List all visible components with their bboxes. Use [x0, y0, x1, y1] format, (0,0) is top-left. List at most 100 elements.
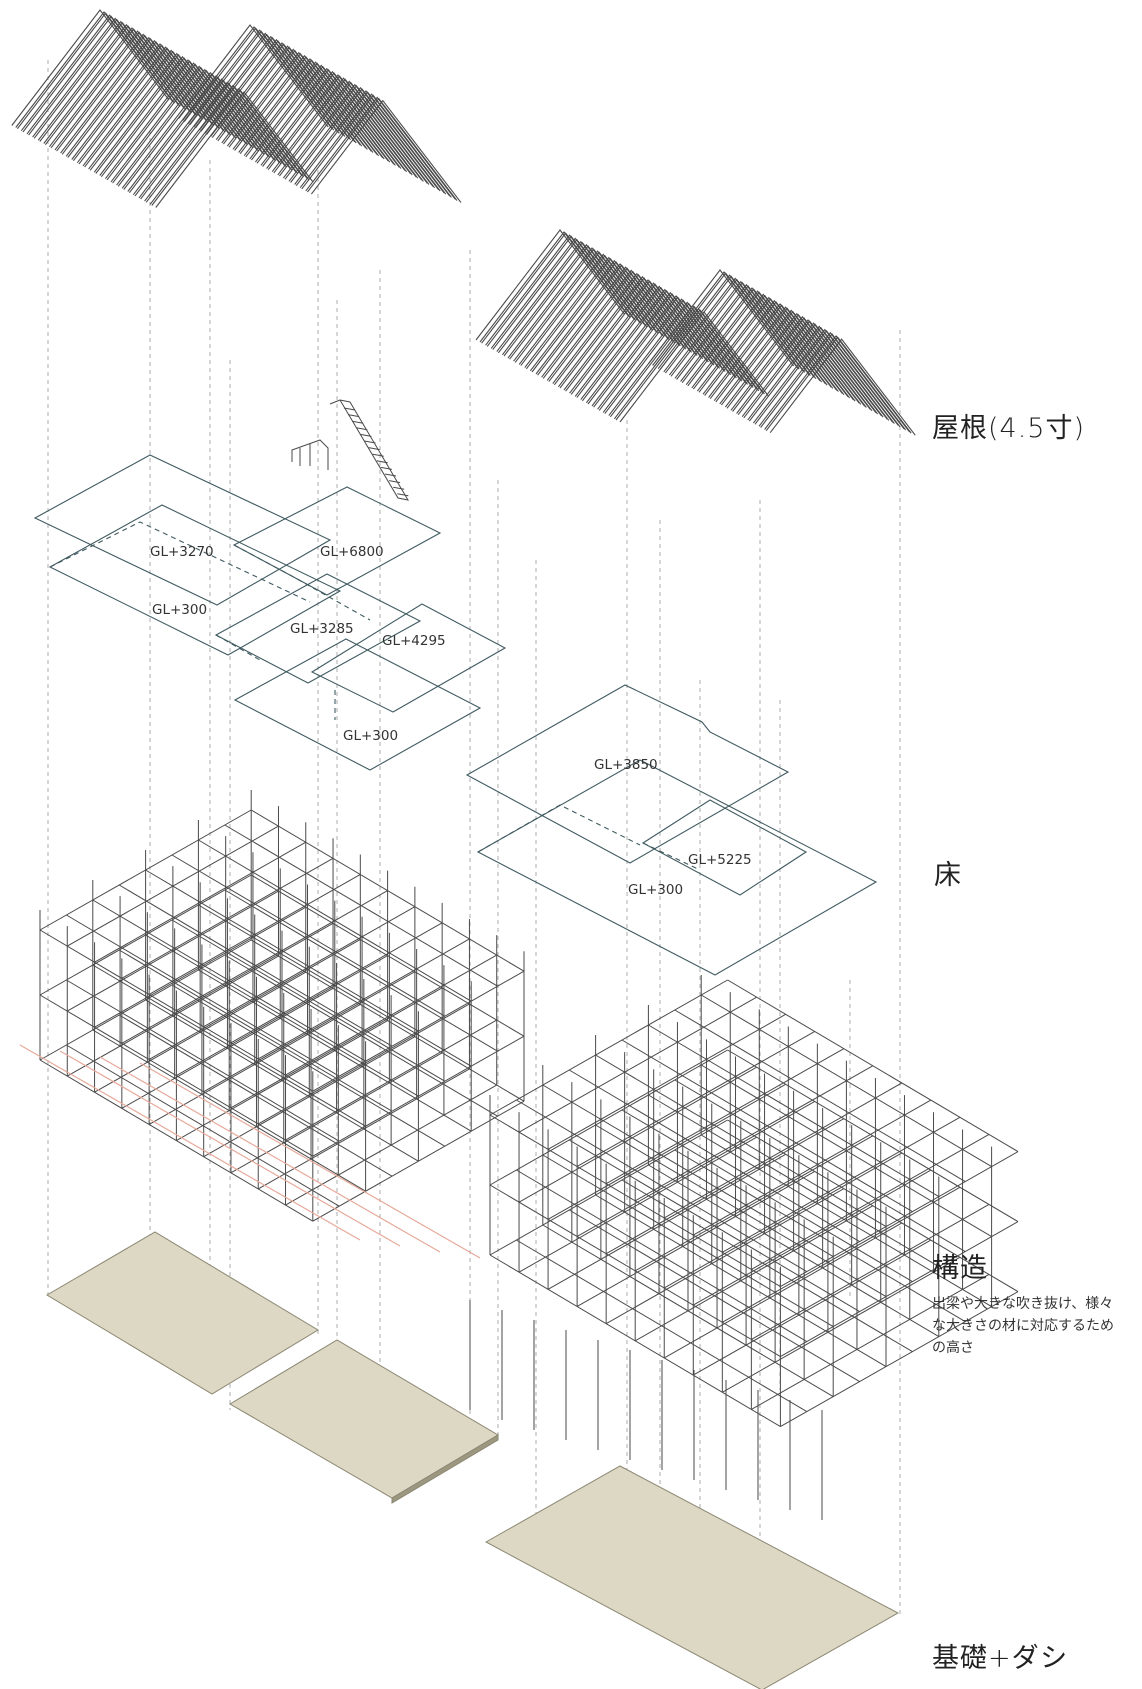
rafter-pair: [664, 278, 811, 376]
rafter-pair: [100, 60, 260, 178]
rafter-pair: [22, 15, 181, 133]
structure-section-label: 構造: [932, 1253, 988, 1284]
rafter-pair: [50, 31, 209, 149]
rafter-pair: [11, 9, 170, 126]
rafter-pair: [692, 294, 839, 392]
frame-beam: [780, 1221, 1019, 1358]
floor-level-label: GL+300: [152, 602, 207, 618]
roof-rafters-left-house: [11, 9, 462, 208]
timber-frame-left-house: [19, 790, 525, 1259]
loft-ladder: [291, 439, 329, 470]
frame-beam: [663, 1222, 903, 1359]
floor-section-label: 床: [934, 860, 962, 891]
rafter-pair: [653, 272, 800, 370]
frame-beam: [489, 1119, 728, 1256]
timber-frame-right-house: [469, 975, 1019, 1520]
rafter-pair: [698, 297, 845, 396]
structure-note: 出梁や大きな吹き抜け、様々 な大きさの材に対応するため の高さ: [932, 1293, 1142, 1359]
frame-beam: [693, 1169, 932, 1306]
frame-beam: [605, 1048, 845, 1185]
rafter-pair: [748, 326, 895, 424]
stair-tread: [356, 427, 368, 431]
stair-tread: [360, 433, 372, 437]
rafter-pair: [245, 62, 396, 166]
sill-beam: [59, 1050, 401, 1247]
roof-rafters-right-house: [475, 229, 916, 436]
stair-tread: [384, 473, 397, 477]
stair-tread: [389, 480, 401, 484]
rafter-pair: [239, 59, 391, 163]
rafter-pair: [112, 66, 271, 184]
rafter-pair: [720, 310, 867, 408]
frame-beam: [489, 979, 728, 1116]
frame-beam: [663, 1082, 903, 1219]
rafter-pair: [765, 336, 912, 434]
rafter-pair: [117, 69, 276, 187]
rafter-pair: [267, 75, 419, 179]
rafter-pair: [743, 323, 890, 421]
stair-tread: [376, 460, 388, 464]
rafter-pair: [262, 72, 413, 176]
foundation-slab-middle-edge: [391, 1434, 499, 1504]
rafter-pair: [676, 285, 823, 383]
frame-beam: [576, 1101, 815, 1237]
floor-level-label: GL+4295: [382, 633, 446, 649]
frame-beam: [518, 1136, 757, 1273]
rafter-pair: [295, 91, 447, 195]
rafter-pair: [39, 25, 198, 142]
frame-beam: [634, 1205, 874, 1342]
stair-tread: [372, 453, 384, 457]
frame-beam: [722, 1186, 961, 1323]
rafter-pair: [16, 12, 176, 130]
foundation-slab-middle: [229, 1339, 499, 1499]
frame-beam: [634, 1065, 874, 1202]
frame-beam: [634, 1135, 874, 1272]
rafter-pair: [754, 329, 901, 428]
rafter-pair: [687, 291, 834, 389]
rafter-pair: [306, 97, 458, 201]
stair-tread: [397, 493, 409, 497]
frame-beam: [576, 1171, 815, 1307]
rafter-pair: [715, 307, 862, 405]
foundation-slabs: [46, 1231, 900, 1689]
staircase: [329, 399, 410, 501]
frame-beam: [518, 1066, 757, 1203]
rafter-pair: [704, 301, 851, 399]
rafter-pair: [648, 269, 795, 367]
rafter-pair: [89, 53, 248, 171]
structure-note-line: 出梁や大きな吹き抜け、様々: [932, 1296, 1114, 1312]
rafter-pair: [273, 78, 424, 182]
roof-section-label: 屋根(4.5寸): [932, 413, 1086, 444]
floor-level-label: GL+300: [628, 882, 683, 898]
frame-beam: [547, 1153, 786, 1290]
rafter-pair: [278, 81, 430, 185]
rafter-pair: [72, 44, 232, 162]
rafter-pair: [284, 84, 436, 189]
rafter-pair: [737, 320, 884, 418]
frame-beam: [751, 1274, 990, 1410]
rafter-pair: [726, 313, 873, 412]
floor-plates-right: [465, 684, 878, 976]
rafter-pair: [56, 34, 215, 152]
sill-beam: [19, 1044, 361, 1241]
rafter-pair: [670, 281, 817, 380]
rafter-pair: [732, 317, 879, 415]
frame-beam: [780, 1151, 1019, 1288]
frame-beam: [722, 1116, 961, 1253]
foundation-slab-right: [484, 1465, 900, 1689]
frame-beam: [722, 1256, 961, 1393]
rafter-pair: [78, 47, 237, 165]
stair-tread: [380, 466, 392, 470]
rafter-pair: [106, 63, 265, 181]
stair-tread: [352, 420, 364, 424]
floor-level-label: GL+3285: [290, 621, 354, 637]
rafter-pair-edge: [310, 99, 462, 203]
floor-plates-left: [33, 454, 507, 771]
rafter-pair: [681, 288, 828, 386]
foundation-section-label: 基礎+ダシ: [932, 1643, 1069, 1674]
rafter-pair: [301, 94, 452, 198]
frame-beam: [518, 996, 757, 1133]
floor-level-label: GL+3270: [150, 544, 214, 560]
frame-beam: [605, 1118, 845, 1255]
structure-note-line: な大きさの材に対応するため: [932, 1318, 1114, 1334]
